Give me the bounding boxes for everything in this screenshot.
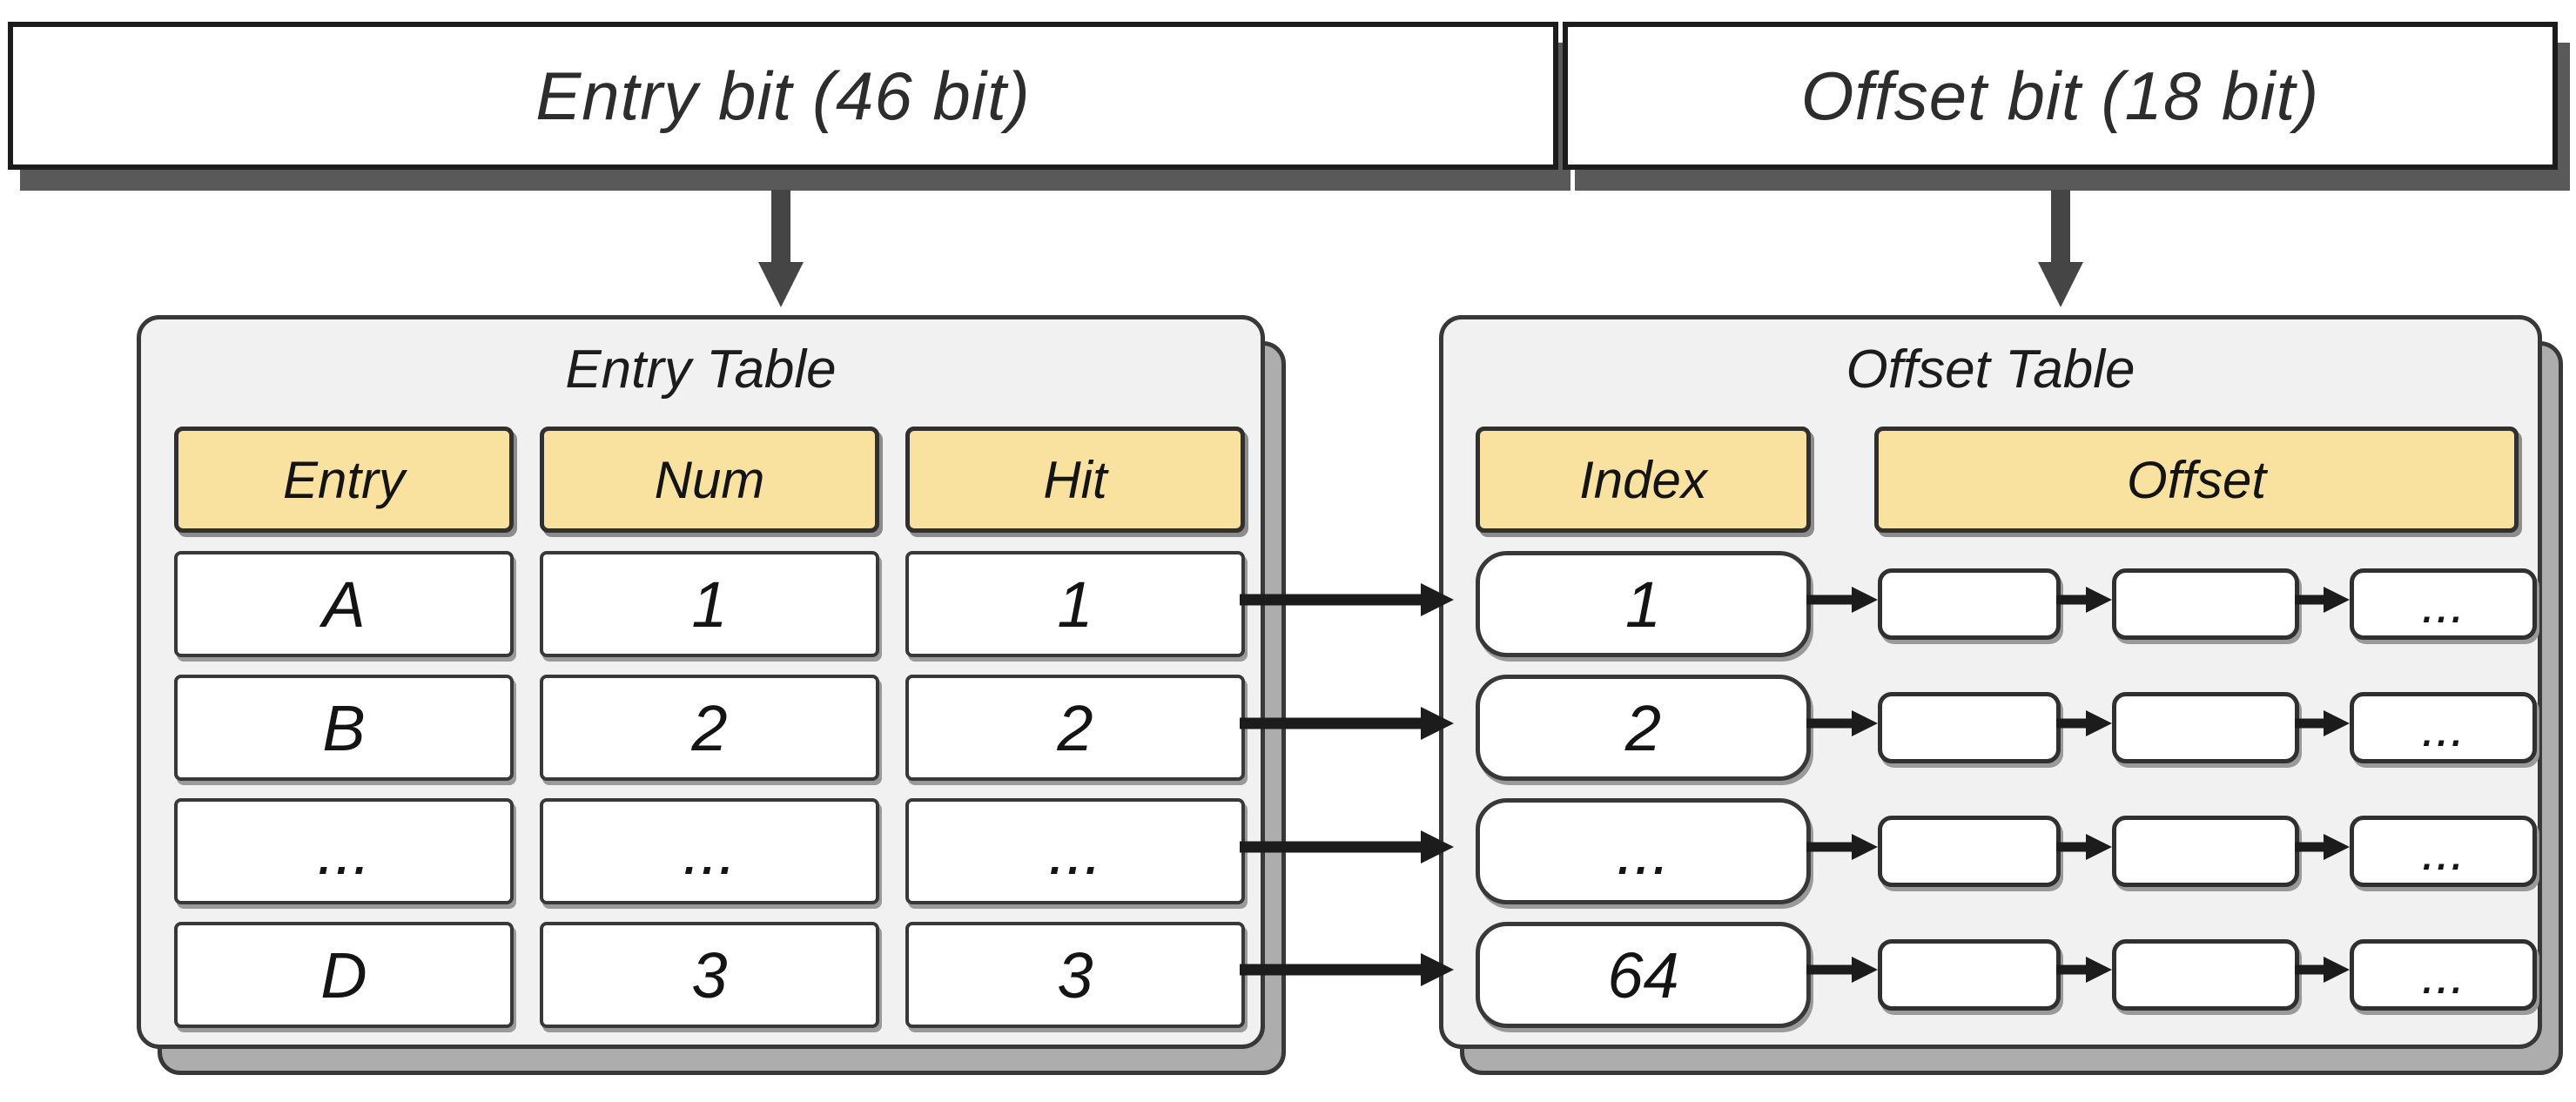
offset-table-title: Offset Table: [1846, 339, 2135, 400]
num-cell: 3: [540, 922, 879, 1028]
offset-node: [1878, 692, 2061, 763]
offset-node: [2112, 568, 2299, 640]
num-cell: 1: [540, 551, 879, 657]
entry-table-title: Entry Table: [565, 339, 837, 400]
index-cell: 1: [1476, 551, 1811, 657]
offset-table-header-offset: Offset: [1874, 427, 2519, 533]
hit-cell: 1: [905, 551, 1245, 657]
offset-node: [2112, 692, 2299, 763]
entry-cell: A: [174, 551, 514, 657]
offset-node: [1878, 816, 2061, 887]
index-cell: 2: [1476, 675, 1811, 781]
hit-cell: 3: [905, 922, 1245, 1028]
entry-table-header-num: Num: [540, 427, 879, 533]
offset-node-ellipsis: ...: [2350, 692, 2537, 763]
entry-cell: D: [174, 922, 514, 1028]
index-cell: ...: [1476, 798, 1811, 904]
num-cell: 2: [540, 675, 879, 781]
bitfield-segment-offset: Offset bit (18 bit): [1563, 22, 2558, 170]
offset-table-panel: Offset Table Index Offset 1 ... 2 ... ..…: [1439, 315, 2542, 1049]
bitfield-offset-label: Offset bit (18 bit): [1800, 57, 2320, 134]
offset-node-ellipsis: ...: [2350, 568, 2537, 640]
bitfield-entry-label: Entry bit (46 bit): [535, 57, 1031, 134]
offset-node-ellipsis: ...: [2350, 816, 2537, 887]
entry-table-header-entry: Entry: [174, 427, 514, 533]
down-arrow-icon: [758, 190, 2083, 307]
bitfield-segment-entry: Entry bit (46 bit): [8, 22, 1558, 170]
entry-cell: B: [174, 675, 514, 781]
offset-table-header-index: Index: [1476, 427, 1811, 533]
hit-cell: 2: [905, 675, 1245, 781]
offset-node: [1878, 568, 2061, 640]
offset-node: [2112, 939, 2299, 1011]
offset-node: [1878, 939, 2061, 1011]
index-cell: 64: [1476, 922, 1811, 1028]
hit-cell: ...: [905, 798, 1245, 904]
entry-cell: ...: [174, 798, 514, 904]
offset-node-ellipsis: ...: [2350, 939, 2537, 1011]
entry-table-panel: Entry Table Entry Num Hit A 1 1 B 2 2 ..…: [137, 315, 1265, 1049]
offset-node: [2112, 816, 2299, 887]
num-cell: ...: [540, 798, 879, 904]
entry-table-header-hit: Hit: [905, 427, 1245, 533]
